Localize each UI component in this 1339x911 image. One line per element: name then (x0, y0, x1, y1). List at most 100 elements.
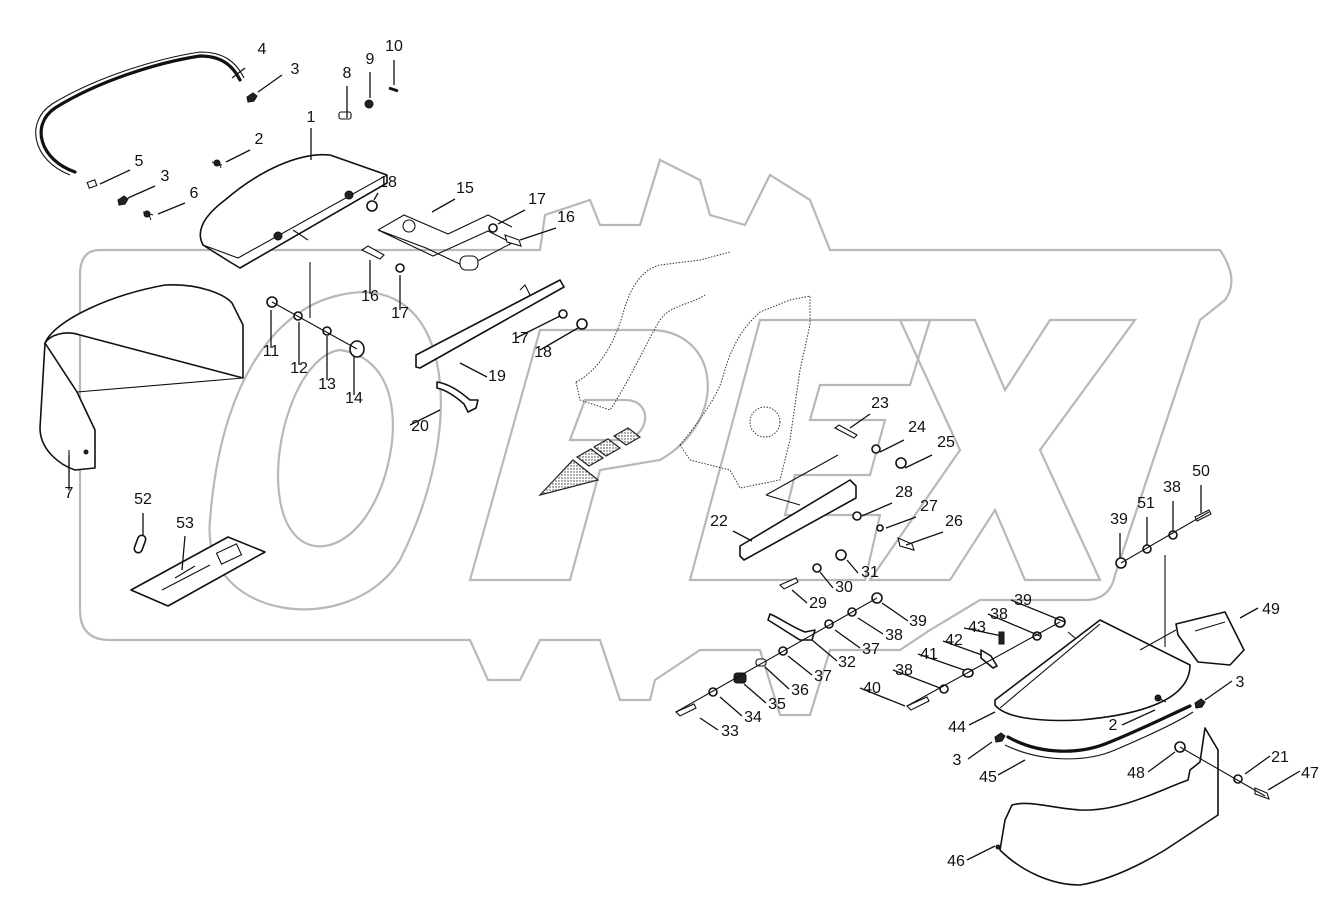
callout-label-38: 38 (895, 662, 913, 679)
part-10-pin (388, 86, 399, 93)
part-5-pin (86, 179, 98, 189)
callout-label-16: 16 (557, 209, 575, 226)
callout-label-28: 28 (895, 484, 913, 501)
callout-label-47: 47 (1301, 765, 1319, 782)
part-3-clip-left (117, 195, 129, 206)
callout-label-37: 37 (862, 641, 880, 658)
part-44-lower-cover (994, 619, 1191, 722)
part-7-side-panel (39, 284, 244, 478)
callout-label-43: 43 (968, 619, 986, 636)
callout-label-21: 21 (1271, 749, 1289, 766)
watermark-logo (78, 158, 1233, 717)
leader-lines (68, 60, 1301, 861)
part-6-screw (142, 210, 154, 221)
callout-label-48: 48 (1127, 765, 1145, 782)
part-23-bolt (833, 424, 858, 439)
callout-label-32: 32 (838, 654, 856, 671)
callout-label-13: 13 (318, 376, 336, 393)
callout-label-38: 38 (885, 627, 903, 644)
callout-label-39: 39 (1014, 592, 1032, 609)
callout-label-51: 51 (1137, 495, 1155, 512)
part-53-decal-sheet (130, 536, 266, 607)
part-52-bracket (133, 534, 147, 554)
callout-label-5: 5 (135, 153, 144, 170)
part-49-bracket (1139, 555, 1245, 666)
callout-label-39: 39 (909, 613, 927, 630)
callout-label-19: 19 (488, 368, 506, 385)
machine-frame-ghost (575, 251, 811, 489)
callout-label-16: 16 (361, 288, 379, 305)
callout-label-46: 46 (947, 853, 965, 870)
leader-axis-48-47 (1179, 746, 1266, 797)
callout-label-31: 31 (861, 564, 879, 581)
part-3-clip-top (246, 92, 258, 103)
callout-label-42: 42 (945, 632, 963, 649)
callout-label-9: 9 (366, 51, 375, 68)
callout-label-30: 30 (835, 579, 853, 596)
part-1-top-cover (199, 153, 388, 269)
callout-label-14: 14 (345, 390, 363, 407)
part-36-bushing (755, 658, 767, 667)
watermark-letter-e (688, 318, 932, 582)
part-31-nut (835, 549, 847, 561)
callout-label-2: 2 (1109, 717, 1118, 734)
part-30-washer (812, 563, 822, 573)
callout-label-36: 36 (791, 682, 809, 699)
part-42-clip (980, 649, 998, 669)
callout-label-7: 7 (65, 485, 74, 502)
part-2-screw-bottom (1154, 694, 1167, 703)
callout-label-17: 17 (528, 191, 546, 208)
callout-label-44: 44 (948, 719, 966, 736)
callout-label-8: 8 (343, 65, 352, 82)
callout-label-34: 34 (744, 709, 762, 726)
part-18-nut-upper (366, 200, 378, 212)
callout-label-4: 4 (258, 41, 267, 58)
direction-arrow-indicator (538, 427, 642, 497)
callout-label-53: 53 (176, 515, 194, 532)
leader-axis-38-43 (906, 621, 1061, 707)
callout-label-2: 2 (255, 131, 264, 148)
callout-label-24: 24 (908, 419, 926, 436)
callout-label-15: 15 (456, 180, 474, 197)
callout-label-10: 10 (385, 38, 403, 55)
part-3-clip-right (1194, 698, 1206, 709)
callout-label-27: 27 (920, 498, 938, 515)
part-46-lower-side-panel (995, 727, 1219, 886)
part-20-lever (436, 381, 479, 413)
callout-label-49: 49 (1262, 601, 1280, 618)
part-25-nut (895, 457, 907, 469)
part-4-curved-trim (35, 51, 245, 176)
callout-label-45: 45 (979, 769, 997, 786)
callout-label-11: 11 (263, 343, 280, 360)
callout-label-23: 23 (871, 395, 889, 412)
part-16-bolt-lower (360, 245, 385, 260)
watermark-gear-outline (78, 158, 1233, 717)
callout-label-6: 6 (190, 185, 199, 202)
part-26-bolt (897, 537, 915, 551)
callout-label-26: 26 (945, 513, 963, 530)
part-32-latch (767, 613, 816, 641)
callout-label-3: 3 (291, 61, 300, 78)
leader-axis-11-14 (271, 262, 358, 350)
callout-label-3: 3 (953, 752, 962, 769)
callout-label-29: 29 (809, 595, 827, 612)
part-35-spring (733, 672, 747, 684)
watermark-letter-x (867, 318, 1138, 582)
callout-label-39: 39 (1110, 511, 1128, 528)
part-43-pin (998, 631, 1005, 645)
part-19-rail (415, 279, 565, 369)
callout-label-38: 38 (990, 606, 1008, 623)
callout-label-3: 3 (161, 168, 170, 185)
callout-label-12: 12 (290, 360, 308, 377)
leader-axis-33-39 (675, 597, 878, 713)
callout-label-41: 41 (920, 646, 938, 663)
part-28-washer (852, 511, 862, 521)
leader-axis-39-50 (1120, 511, 1210, 564)
callout-label-52: 52 (134, 491, 152, 508)
part-29-bolt (779, 577, 799, 590)
part-22-rail (739, 454, 857, 561)
part-9-nut (364, 99, 374, 109)
callout-label-35: 35 (768, 696, 786, 713)
callout-label-18: 18 (534, 344, 552, 361)
